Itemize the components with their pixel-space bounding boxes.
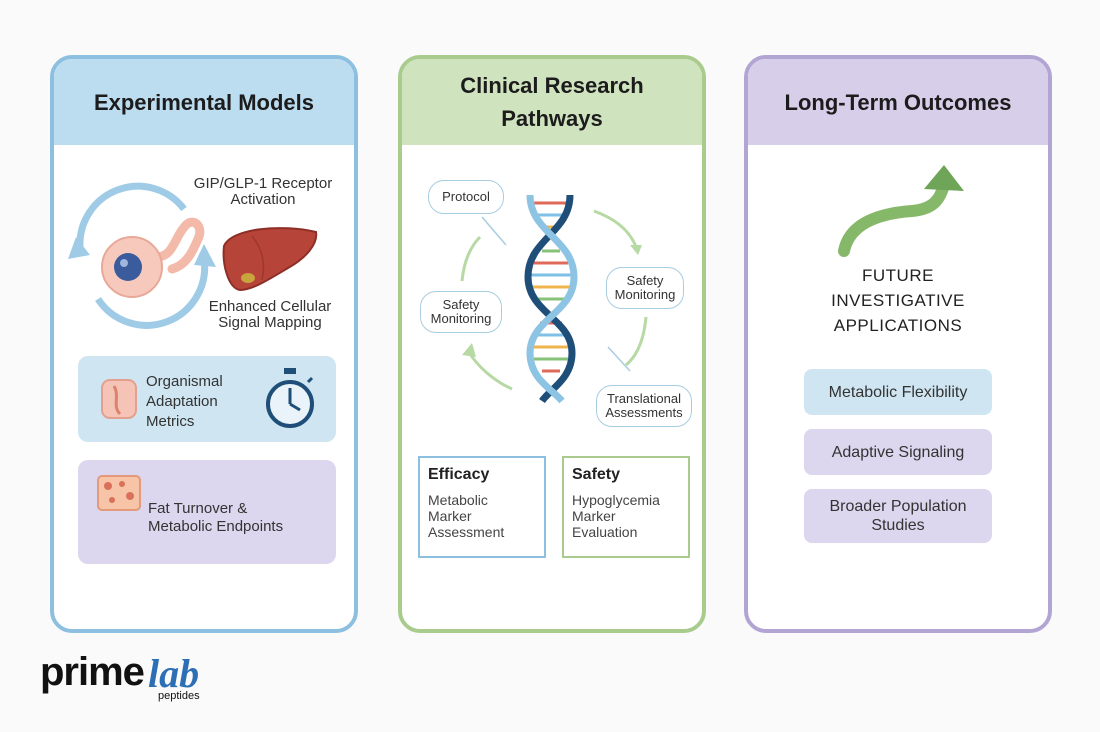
fat-turnover-label: Fat Turnover & Metabolic Endpoints (148, 500, 283, 536)
safety-right-line-1: Safety (626, 273, 664, 288)
efficacy-line-1: Metabolic (428, 492, 488, 508)
signal-line-2: Signal Mapping (218, 314, 322, 331)
safety-left-line-2: Monitoring (430, 311, 492, 326)
title-line-1: Clinical Research (460, 73, 644, 98)
liver-icon (222, 227, 318, 292)
protocol-bubble: Protocol (428, 180, 504, 214)
organismal-line-2: Adaptation (146, 393, 218, 410)
fat-tissue-icon (97, 475, 141, 511)
cycle-arrow-bottom (95, 258, 209, 329)
safety-monitoring-right-bubble: Safety Monitoring (606, 267, 684, 309)
translational-line-1: Translational (607, 391, 681, 406)
primelab-logo: prime lab peptides (40, 650, 240, 704)
dna-helix-icon (524, 194, 578, 404)
title-line-2: Pathways (501, 106, 603, 131)
efficacy-line-3: Assessment (428, 524, 505, 540)
growth-arrow-icon (838, 165, 964, 257)
cycle-arrow-top (76, 182, 187, 248)
safety-left-line-1: Safety (442, 297, 480, 312)
future-line-3: APPLICATIONS (833, 316, 963, 335)
panel-experimental-models: Experimental Models GIP/GLP-1 Receptor A… (50, 55, 358, 633)
pill-metabolic-flexibility: Metabolic Flexibility (804, 369, 992, 415)
safety-body: Hypoglycemia Marker Evaluation (572, 492, 680, 540)
receptor-activation-label: GIP/GLP-1 Receptor Activation (188, 176, 338, 208)
safety-line-3: Evaluation (572, 524, 638, 540)
organismal-line-1: Organismal (146, 373, 223, 390)
organismal-label: Organismal Adaptation Metrics (146, 372, 223, 432)
safety-line-1: Hypoglycemia (572, 492, 660, 508)
tissue-icon (101, 379, 137, 419)
panel-long-term-outcomes: Long-Term Outcomes FUTURE INVESTIGATIVE … (744, 55, 1052, 633)
organismal-card: Organismal Adaptation Metrics (78, 356, 336, 442)
cycle-arrowhead-left (68, 237, 90, 259)
fat-line-2: Metabolic Endpoints (148, 518, 284, 535)
safety-monitoring-left-bubble: Safety Monitoring (420, 291, 502, 333)
future-applications-label: FUTURE INVESTIGATIVE APPLICATIONS (748, 263, 1048, 338)
panel-title: Clinical Research Pathways (402, 59, 702, 145)
protocol-label: Protocol (442, 189, 490, 204)
receptor-line-2: Activation (230, 191, 296, 208)
cell-cycle-illustration (68, 182, 216, 329)
logo-prime: prime (40, 650, 145, 694)
future-line-2: INVESTIGATIVE (831, 291, 965, 310)
efficacy-box: Efficacy Metabolic Marker Assessment (418, 456, 546, 558)
pill-broader-population: Broader Population Studies (804, 489, 992, 543)
fat-line-1: Fat Turnover & (148, 500, 248, 517)
cycle-arrows (460, 209, 648, 391)
panel-title: Experimental Models (54, 59, 354, 145)
efficacy-line-2: Marker (428, 508, 472, 524)
panel-clinical-research: Clinical Research Pathways (398, 55, 706, 633)
logo-subtitle: peptides (158, 690, 200, 702)
efficacy-body: Metabolic Marker Assessment (428, 492, 536, 540)
cycle-arrowhead-right (194, 244, 216, 267)
logo-lab: lab (148, 651, 200, 696)
signal-mapping-label: Enhanced Cellular Signal Mapping (192, 299, 348, 331)
organismal-line-3: Metrics (146, 413, 195, 430)
cell-icon (101, 217, 205, 298)
safety-line-2: Marker (572, 508, 616, 524)
safety-title: Safety (572, 466, 621, 483)
translational-line-2: Assessments (605, 405, 683, 420)
efficacy-title: Efficacy (428, 466, 490, 483)
translational-bubble: Translational Assessments (596, 385, 692, 427)
future-line-1: FUTURE (862, 266, 934, 285)
stopwatch-icon (266, 368, 314, 428)
safety-box: Safety Hypoglycemia Marker Evaluation (562, 456, 690, 558)
fat-turnover-card: Fat Turnover & Metabolic Endpoints (78, 460, 336, 564)
panel-title: Long-Term Outcomes (748, 59, 1048, 145)
receptor-line-1: GIP/GLP-1 Receptor (193, 175, 333, 192)
pill-adaptive-signaling: Adaptive Signaling (804, 429, 992, 475)
signal-line-1: Enhanced Cellular (208, 298, 332, 315)
safety-right-line-2: Monitoring (614, 287, 676, 302)
